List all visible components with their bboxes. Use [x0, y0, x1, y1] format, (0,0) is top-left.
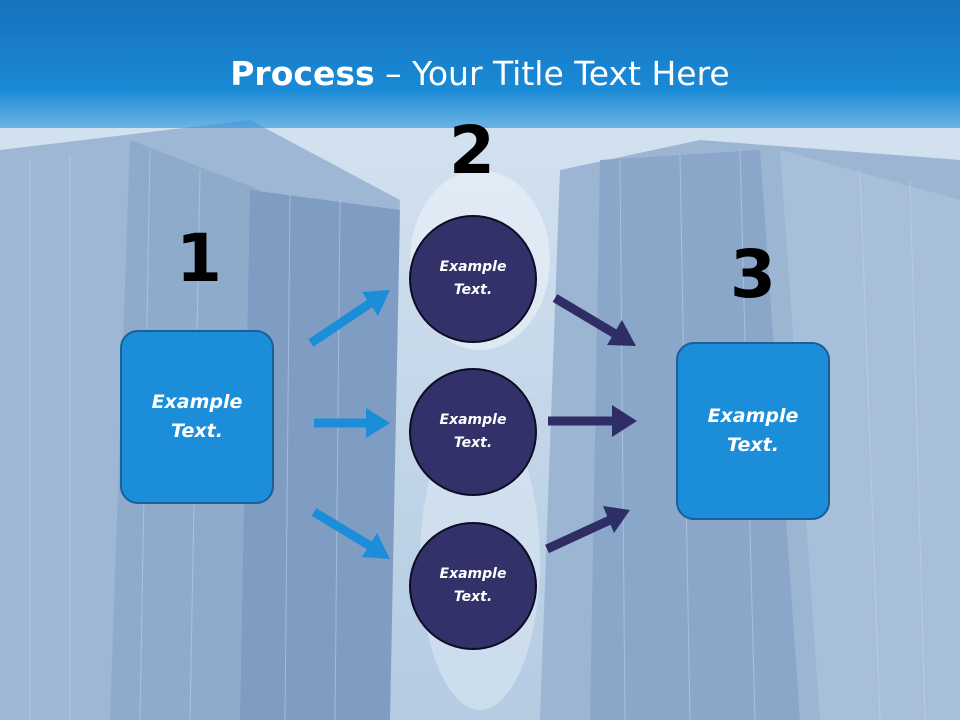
step-number-3: 3 — [730, 236, 776, 313]
process-circle-bottom: Example Text. — [409, 522, 537, 650]
process-circle-middle: Example Text. — [409, 368, 537, 496]
left-box-label: Example Text. — [151, 391, 243, 442]
arrow-to-bottom-circle — [311, 508, 390, 559]
right-process-box: Example Text. — [676, 342, 830, 520]
circle-label: Example Text. — [439, 259, 507, 298]
title-rest: – Your Title Text Here — [374, 54, 730, 93]
arrow-from-middle-circle — [548, 405, 637, 437]
step-number-2: 2 — [449, 112, 495, 189]
title-bold: Process — [230, 54, 375, 93]
circle-label: Example Text. — [439, 566, 507, 605]
arrow-from-top-circle — [552, 294, 636, 346]
title-bar — [0, 0, 960, 128]
arrow-to-top-circle — [308, 290, 390, 347]
arrow-to-middle-circle — [314, 408, 390, 438]
step-number-1: 1 — [176, 220, 222, 297]
slide-title: Process – Your Title Text Here — [0, 52, 960, 96]
arrow-from-bottom-circle — [545, 506, 630, 554]
process-circle-top: Example Text. — [409, 215, 537, 343]
left-process-box: Example Text. — [120, 330, 274, 504]
right-box-label: Example Text. — [707, 405, 799, 456]
circle-label: Example Text. — [439, 412, 507, 451]
